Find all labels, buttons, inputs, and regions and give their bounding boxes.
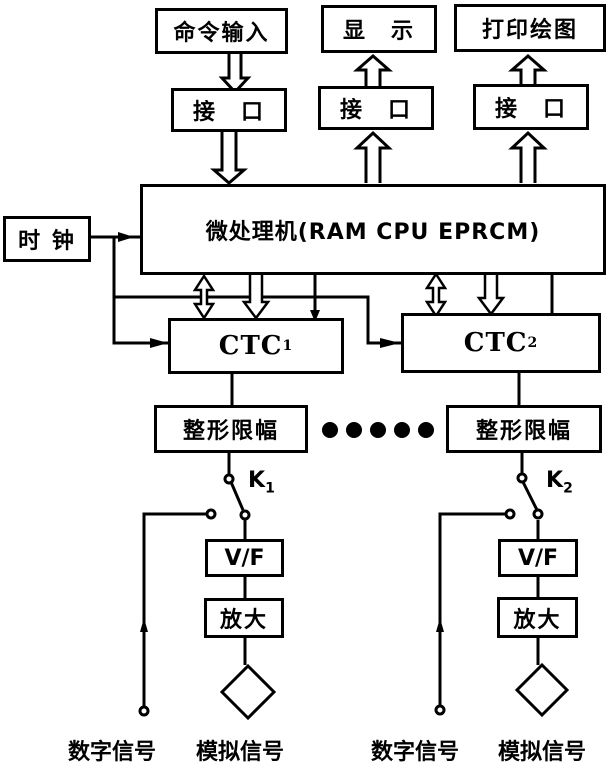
k1-contact — [239, 509, 251, 521]
interface-box-3: 接 口 — [473, 84, 589, 130]
vf-label: V/F — [517, 545, 559, 571]
arrowhead-clock-ctc2 — [380, 338, 400, 348]
clock-box: 时 钟 — [3, 216, 91, 262]
arrowhead-digital2 — [436, 618, 444, 632]
analog-signal-label-2: 模拟信号 — [498, 740, 587, 765]
k2-contact — [532, 508, 544, 520]
shaper-limiter-label: 整形限幅 — [475, 419, 572, 444]
digital-input-terminal-1 — [138, 705, 150, 717]
k2-digital-terminal — [504, 508, 516, 520]
vf-label: V/F — [224, 545, 265, 571]
ctc2-name: CTC — [463, 328, 528, 358]
display-label: 显 示 — [342, 19, 415, 44]
shaper-limiter-box-2: 整形限幅 — [446, 405, 602, 453]
shaper-limiter-label: 整形限幅 — [182, 419, 279, 444]
arrow-cpu-to-if3 — [508, 130, 548, 183]
interface-label: 接 口 — [339, 98, 412, 123]
vf-converter-box-2: V/F — [498, 539, 578, 577]
ctc1-subscript: 1 — [282, 338, 294, 354]
arrow-cpu-to-if2 — [353, 130, 393, 183]
microcomputer-box: 微处理机(RAM CPU EPRCM) — [140, 184, 606, 275]
print-plot-label: 打印绘图 — [481, 18, 578, 43]
arrow-if1-to-cpu — [209, 127, 249, 185]
display-box: 显 示 — [321, 5, 437, 53]
amplifier-label: 放大 — [219, 608, 268, 633]
wire-digital2 — [438, 512, 507, 706]
down-arrow-cpu-ctc1 — [241, 272, 271, 321]
arrow-if2-to-display — [353, 54, 393, 88]
arrowhead-ctc1-ctrl — [310, 310, 320, 322]
down-arrow-cpu-ctc2 — [476, 272, 506, 317]
amplifier-box-2: 放大 — [497, 597, 578, 638]
command-input-box: 命令输入 — [155, 8, 288, 54]
ellipsis-dots — [322, 422, 434, 438]
command-input-label: 命令输入 — [173, 21, 270, 46]
digital-input-terminal-2 — [434, 704, 446, 716]
amplifier-box-1: 放大 — [204, 598, 284, 638]
vf-converter-box-1: V/F — [205, 539, 284, 577]
wire-digital1 — [142, 512, 207, 706]
arrowhead-clock-cpu — [118, 232, 134, 242]
k1-pivot — [223, 473, 235, 485]
ctc1-name: CTC — [218, 331, 283, 361]
arrow-cmd-to-if1 — [218, 52, 252, 95]
analog-signal-label-1: 模拟信号 — [196, 740, 285, 765]
digital-signal-label-1: 数字信号 — [68, 740, 157, 765]
interface-box-1: 接 口 — [171, 88, 287, 132]
arrowhead-digital1 — [140, 618, 148, 632]
interface-box-2: 接 口 — [318, 86, 434, 130]
clock-label: 时 钟 — [18, 229, 76, 254]
microcomputer-label: 微处理机(RAM CPU EPRCM) — [205, 219, 541, 245]
bidir-arrow-cpu-ctc2 — [424, 271, 448, 319]
interface-label: 接 口 — [494, 97, 567, 122]
arrow-if3-to-print — [508, 54, 548, 88]
sensor-diamond-2 — [514, 662, 570, 718]
switch-k1-label: K1 — [248, 468, 275, 497]
sensor-diamond-1 — [219, 663, 277, 721]
switch-k2-label: K2 — [546, 468, 573, 497]
arrowhead-clock-ctc1 — [150, 338, 168, 348]
print-plot-box: 打印绘图 — [454, 4, 606, 52]
interface-label: 接 口 — [192, 100, 265, 125]
k1-digital-terminal — [205, 508, 217, 520]
amplifier-label: 放大 — [513, 607, 562, 633]
ctc2-subscript: 2 — [527, 335, 539, 351]
k2-pivot — [516, 472, 528, 484]
shaper-limiter-box-1: 整形限幅 — [154, 405, 308, 453]
digital-signal-label-2: 数字信号 — [371, 740, 460, 765]
